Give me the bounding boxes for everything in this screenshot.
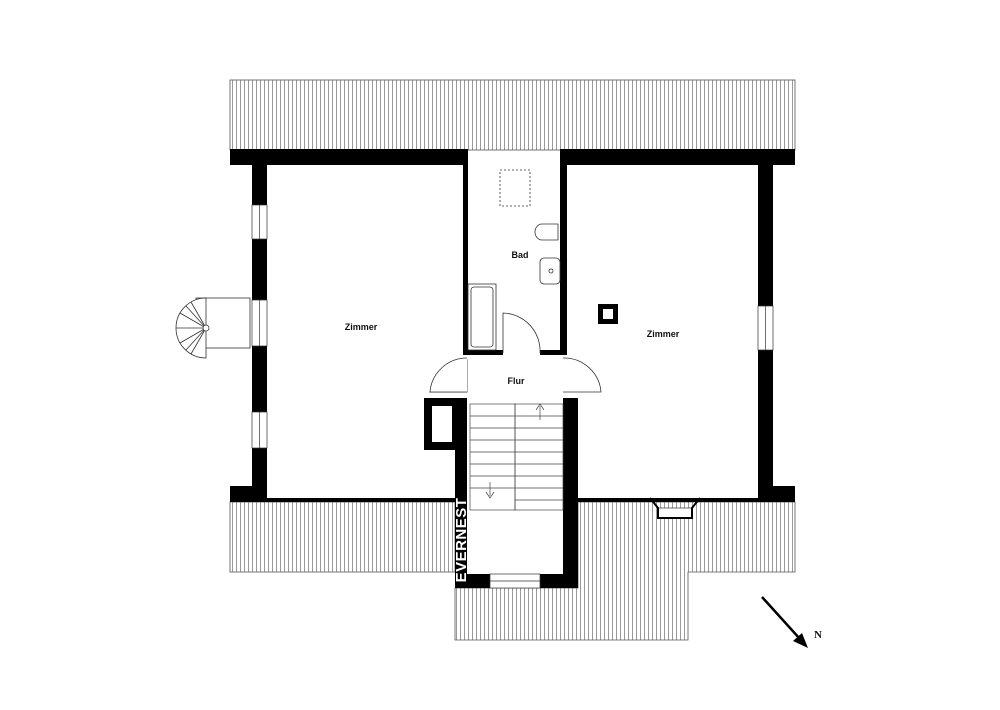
wall-stair-bottom-right — [540, 574, 578, 588]
roof-areas — [229, 79, 796, 641]
wall-bad-right — [560, 149, 567, 241]
bathroom-fixtures — [467, 169, 561, 351]
wall-bad-right-lower — [560, 241, 567, 355]
spiral-treads — [176, 301, 207, 355]
sink-drain — [548, 268, 554, 274]
wall-stair-bottom-left — [455, 574, 490, 588]
watermark-logo: EVERNEST — [453, 498, 470, 583]
wall-bottom-right-inner — [576, 498, 758, 502]
north-compass: N — [761, 596, 822, 648]
main-staircase — [469, 403, 564, 511]
skylight — [499, 169, 531, 207]
wall-top-left — [230, 149, 467, 165]
bathtub-inner — [470, 286, 494, 348]
walls — [230, 149, 795, 588]
wall-bad-bottom-left — [463, 350, 503, 355]
spiral-core — [202, 324, 210, 332]
label-zimmer-right: Zimmer — [647, 329, 680, 339]
wall-stair-right — [563, 398, 578, 588]
window-bay-right — [657, 507, 693, 519]
door-bad — [502, 312, 541, 354]
wall-bottom-left — [230, 486, 267, 502]
roof-top — [229, 79, 796, 151]
compass-arrow-icon — [761, 596, 801, 640]
compass-arrow-head — [793, 633, 808, 648]
toilet — [534, 223, 559, 241]
wall-bad-bottom-right — [540, 350, 567, 355]
roof-dormer-right-strip — [773, 166, 795, 486]
wall-bottom-right — [758, 486, 795, 502]
wall-bad-left — [463, 149, 468, 355]
bay-window — [649, 497, 701, 519]
stair-down-arrow-icon — [485, 482, 495, 499]
chimney-inner — [432, 406, 452, 442]
door-right-swing — [562, 357, 602, 393]
wall-top-right — [563, 149, 795, 165]
roof-bottom-left — [229, 501, 456, 573]
stair-up-arrow-icon — [535, 403, 545, 420]
label-zimmer-left: Zimmer — [345, 322, 378, 332]
label-flur: Flur — [508, 376, 525, 386]
label-bad: Bad — [511, 250, 528, 260]
spiral-staircase — [175, 297, 251, 359]
doors — [428, 312, 602, 393]
compass-label: N — [814, 629, 822, 641]
roof-bottom-right — [454, 501, 796, 641]
chimney-right — [598, 304, 618, 324]
stair-right-flight — [514, 403, 564, 511]
door-left-swing — [429, 357, 468, 393]
wall-bottom-left-inner — [267, 498, 457, 502]
